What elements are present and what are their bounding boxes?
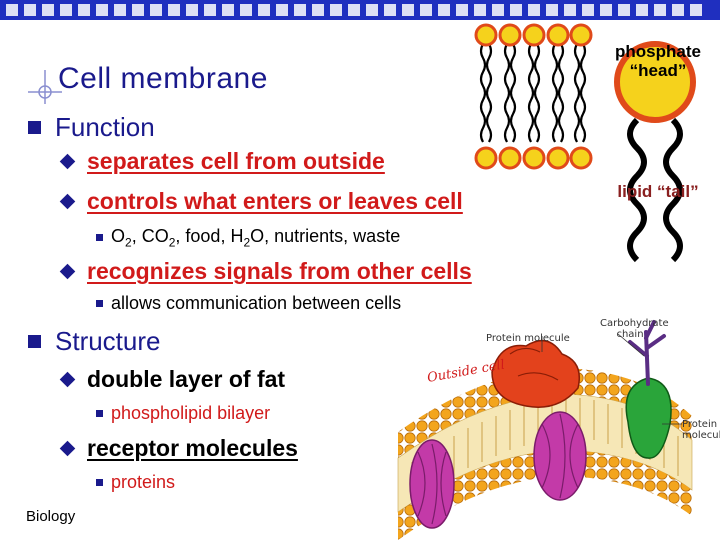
bullet-item: separates cell from outside [59,148,385,175]
surface-protein [491,339,580,408]
lipid-tail-icon [627,117,683,263]
bullet-item: recognizes signals from other cells [59,258,472,285]
diamond-bullet-icon [59,440,76,457]
sub-bullet-item: proteins [96,472,175,493]
diamond-bullet-icon [59,193,76,210]
bullet-text: separates cell from outside [87,148,385,174]
phosphate-head-label: phosphate “head” [615,42,701,80]
bullet-text: double layer of fat [87,366,286,392]
footer-label: Biology [26,508,76,525]
membrane-diagram: Outside cell [397,320,693,540]
bullet-text: recognizes signals from other cells [87,258,472,284]
carbohydrate-chain-label: Carbohydrate chain [600,318,669,340]
small-square-bullet-icon [96,234,103,242]
crosshair-icon [28,70,62,104]
sub-bullet-item: O2, CO2, food, H2O, nutrients, waste [96,226,400,250]
diamond-bullet-icon [59,263,76,280]
section-heading: Function [55,112,155,142]
slide-title: Cell membrane [58,62,268,95]
channel-protein [409,439,455,529]
section-heading: Structure [55,326,161,356]
section-structure: Structure [28,326,161,357]
small-square-bullet-icon [96,300,103,307]
diamond-bullet-icon [59,153,76,170]
sub-bullet-text: O2, CO2, food, H2O, nutrients, waste [111,226,401,250]
channel-protein [533,411,587,501]
tail-lines [479,43,587,143]
phosphate-head-icon [614,41,696,123]
bilayer-illustration [474,23,593,170]
bullet-text: controls what enters or leaves cell [87,188,463,214]
square-bullet-icon [28,335,41,348]
small-square-bullet-icon [96,410,103,417]
top-bar-pattern [6,4,702,16]
bullet-item: double layer of fat [59,366,286,393]
bullet-item: receptor molecules [59,435,298,462]
lower-leaflet [398,450,692,540]
top-heads [474,23,593,47]
carbohydrate-chain-icon [628,320,666,386]
section-function: Function [28,112,155,143]
bullet-text: receptor molecules [87,435,298,461]
sub-bullet-item: phospholipid bilayer [96,403,270,424]
bottom-heads [474,146,593,170]
phospholipid-illustration [614,41,696,263]
small-square-bullet-icon [96,479,103,486]
diamond-bullet-icon [59,371,76,388]
top-bar [0,0,720,20]
sub-bullet-item: allows communication between cells [96,293,401,314]
protein-molecule-right-label: Protein molecule [682,419,720,441]
sub-bullet-text: allows communication between cells [111,293,402,313]
sub-bullet-text: proteins [111,472,176,492]
lipid-tail-label: lipid “tail” [617,182,699,201]
upper-leaflet [398,368,692,458]
square-bullet-icon [28,121,41,134]
bullet-item: controls what enters or leaves cell [59,188,463,215]
sub-bullet-text: phospholipid bilayer [111,403,271,423]
protein-molecule-label: Protein molecule [486,333,570,344]
